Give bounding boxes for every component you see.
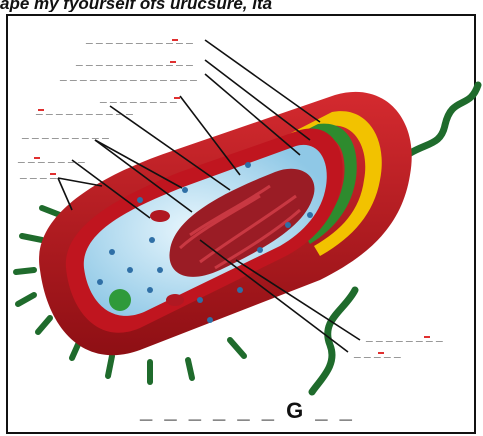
inclusion-body [109,289,131,311]
label-blank-10: _ _ _ _ _ [353,345,401,359]
label-blank-6: _ _ _ _ _ _ _ _ _ [21,126,109,140]
answer-blank: _ _ _ _ _ _ G _ _ [140,398,340,428]
label-blank-3: _ _ _ _ _ _ _ _ _ _ _ _ _ _ [59,68,197,82]
label-blank-2: _ _ _ _ _ _ _ _ _ _ _ _ [75,53,193,67]
label-blank-1: _ _ _ _ _ _ _ _ _ _ _ [85,31,193,45]
label-blank-9: _ _ _ _ _ _ _ _ [365,329,443,343]
label-blank-7: _ _ _ _ _ _ _ [17,150,85,164]
label-blank-5: _ _ _ _ _ _ _ _ _ _ [35,102,133,116]
